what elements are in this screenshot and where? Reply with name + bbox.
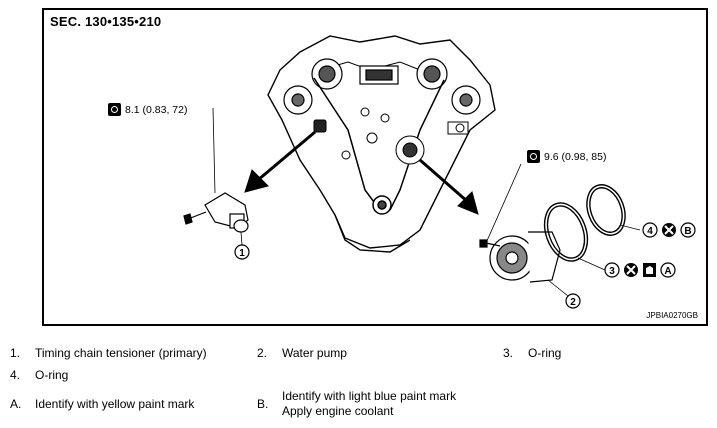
legend-text: O-ring: [35, 368, 69, 382]
torque-spec-tensioner: 8.1 (0.83, 72): [108, 103, 187, 116]
chain-tensioner: [183, 107, 249, 246]
callout-1: [234, 244, 250, 260]
legend-num: 2.: [257, 346, 268, 360]
legend-text: O-ring: [528, 346, 562, 360]
torque-wrench-icon: [527, 150, 540, 163]
note-letter: A.: [10, 397, 22, 411]
o-rings: [543, 184, 641, 271]
section-label: SEC. 130•135•210: [50, 14, 162, 29]
note-letter: B.: [257, 397, 269, 411]
torque-value: 8.1 (0.83, 72): [125, 103, 188, 116]
removal-arrows: [244, 130, 479, 215]
callout-a: [660, 262, 676, 278]
callout-2: [565, 293, 581, 309]
legend-num: 4.: [10, 368, 21, 382]
callout-b: [680, 222, 696, 238]
callout-3-label: 3: [609, 266, 615, 277]
callout-4: [642, 222, 658, 238]
torque-spec-water-pump: 9.6 (0.98, 85): [527, 150, 606, 163]
legend-num: 3.: [503, 346, 514, 360]
coolant-icon: [643, 263, 656, 277]
callout-1-label: 1: [239, 248, 245, 259]
legend-text: Timing chain tensioner (primary): [35, 346, 207, 360]
note-text: Identify with yellow paint mark: [35, 397, 195, 411]
no-reuse-icon: [662, 223, 676, 237]
callout-a-label: A: [664, 266, 671, 277]
note-text-2: Apply engine coolant: [282, 404, 394, 418]
torque-wrench-icon: [108, 103, 121, 116]
legend-text: Water pump: [282, 346, 347, 360]
figure-id: JPBIA0270GB: [646, 311, 698, 320]
note-text: Identify with light blue paint mark: [282, 389, 457, 403]
cam-sprockets: [283, 58, 481, 115]
callout-2-label: 2: [570, 297, 576, 308]
legend-num: 1.: [10, 346, 21, 360]
callout-4-label: 4: [647, 226, 653, 237]
callout-3: [604, 262, 620, 278]
torque-value: 9.6 (0.98, 85): [544, 150, 607, 163]
water-pump: [479, 163, 569, 297]
callout-b-label: B: [684, 226, 691, 237]
engine-details: [313, 107, 469, 165]
no-reuse-icon: [624, 263, 638, 277]
